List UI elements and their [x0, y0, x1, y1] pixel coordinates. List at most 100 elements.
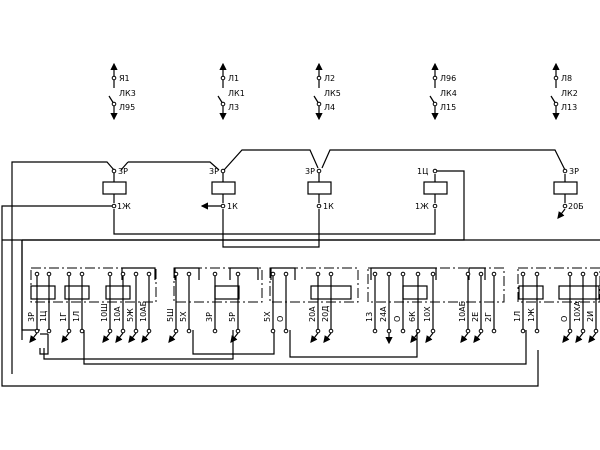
- terminal-dot: [553, 101, 559, 107]
- terminal-dot: [186, 271, 192, 277]
- terminal-dot: [465, 328, 471, 334]
- terminal-dot: [173, 328, 179, 334]
- relay-top-label: 3Р: [118, 167, 128, 176]
- terminal-dot: [386, 328, 392, 334]
- switch-mid-label: ЛК2: [561, 89, 578, 98]
- arrow-icon: [29, 332, 38, 343]
- terminal-label: 10А: [113, 306, 122, 322]
- arrow-icon: [460, 332, 469, 343]
- relay-coil: [211, 181, 236, 195]
- relay-bottom-label: 1Ж: [117, 202, 131, 211]
- terminal-dot: [432, 203, 438, 209]
- terminal-dot: [415, 328, 421, 334]
- terminal-label: О: [560, 316, 569, 322]
- terminal-label: 20А: [308, 306, 317, 322]
- terminal-dot: [120, 271, 126, 277]
- terminal-label: 5Х: [179, 311, 188, 322]
- terminal-label: 5Р: [228, 312, 237, 322]
- terminal-label: 10АБ: [139, 301, 148, 322]
- terminal-dot: [315, 271, 321, 277]
- terminal-dot: [316, 75, 322, 81]
- arrow-icon: [323, 332, 332, 343]
- terminal-dot: [534, 328, 540, 334]
- terminal-column: 5Ж: [126, 271, 139, 343]
- terminal-dot: [283, 328, 289, 334]
- terminal-dot: [553, 75, 559, 81]
- terminal-dot: [534, 271, 540, 277]
- terminal-label: 1Г: [59, 312, 68, 322]
- terminal-column: 10Ш: [100, 271, 113, 343]
- terminal-dot: [46, 271, 52, 277]
- switch-top-label: Л2: [324, 74, 335, 83]
- terminal-dot: [212, 271, 218, 277]
- switch-top-label: Я1: [119, 74, 130, 83]
- terminal-dot: [133, 271, 139, 277]
- arrow-icon: [102, 332, 111, 343]
- terminal-column: О: [276, 271, 289, 334]
- terminal-label: 1Л: [513, 311, 522, 322]
- switch-bottom-label: Л4: [324, 103, 335, 112]
- terminal-column: 1Г: [59, 271, 72, 343]
- arrow-icon: [141, 332, 150, 343]
- terminal-dot: [400, 271, 406, 277]
- terminal-label: 2Е: [471, 312, 480, 322]
- terminal-label: 10ХА: [573, 300, 582, 322]
- switch-bottom-label: Л13: [561, 103, 577, 112]
- switch-mid-label: ЛК1: [228, 89, 245, 98]
- terminal-dot: [520, 328, 526, 334]
- terminal-dot: [111, 75, 117, 81]
- terminal-label: 1Л: [72, 311, 81, 322]
- relay-bottom-label: 20Б: [568, 202, 584, 211]
- terminal-dot: [316, 168, 322, 174]
- relay-top-label: 3Р: [305, 167, 315, 176]
- terminal-label: 10Ш: [100, 303, 109, 322]
- switch-top-label: Л8: [561, 74, 572, 83]
- terminal-column: 24А: [379, 271, 393, 345]
- terminal-dot: [562, 203, 568, 209]
- relay-coil: [553, 181, 578, 195]
- relay-coil: [307, 181, 332, 195]
- terminal-column: 2Г: [484, 271, 497, 334]
- terminal-dot: [415, 271, 421, 277]
- relay-coil: [102, 181, 127, 195]
- terminal-label: О: [393, 316, 402, 322]
- terminal-dot: [235, 271, 241, 277]
- terminal-label: 2И: [586, 311, 595, 322]
- terminal-column: О: [393, 271, 406, 334]
- terminal-dot: [432, 168, 438, 174]
- terminal-column: 2Е: [471, 271, 484, 343]
- arrow-icon: [410, 332, 419, 343]
- switch-mid-label: ЛК3: [119, 89, 136, 98]
- terminal-dot: [315, 328, 321, 334]
- relay-top-label: 1Ц: [417, 167, 428, 176]
- terminal-label: 5Ш: [166, 308, 175, 322]
- terminal-column: 6К: [408, 271, 421, 343]
- terminal-dot: [478, 271, 484, 277]
- arrow-icon: [230, 332, 239, 343]
- terminal-dot: [316, 101, 322, 107]
- terminal-dot: [173, 271, 179, 277]
- terminal-dot: [270, 271, 276, 277]
- terminal-column: 1Ж: [527, 271, 540, 334]
- switch-mid-label: ЛК5: [324, 89, 341, 98]
- terminal-dot: [186, 328, 192, 334]
- terminal-dot: [580, 328, 586, 334]
- terminal-dot: [328, 328, 334, 334]
- switch-top-label: Л1: [228, 74, 239, 83]
- terminal-dot: [491, 328, 497, 334]
- terminal-dot: [520, 271, 526, 277]
- terminal-column: 20А: [308, 271, 321, 343]
- terminal-dot: [430, 271, 436, 277]
- terminal-label: 20Д: [321, 306, 330, 322]
- terminal-dot: [432, 101, 438, 107]
- switch-top-label: Л96: [440, 74, 456, 83]
- terminal-dot: [270, 328, 276, 334]
- terminal-column: 5Ш: [166, 271, 179, 343]
- terminal-dot: [328, 271, 334, 277]
- terminal-column: 10ХА: [573, 271, 586, 343]
